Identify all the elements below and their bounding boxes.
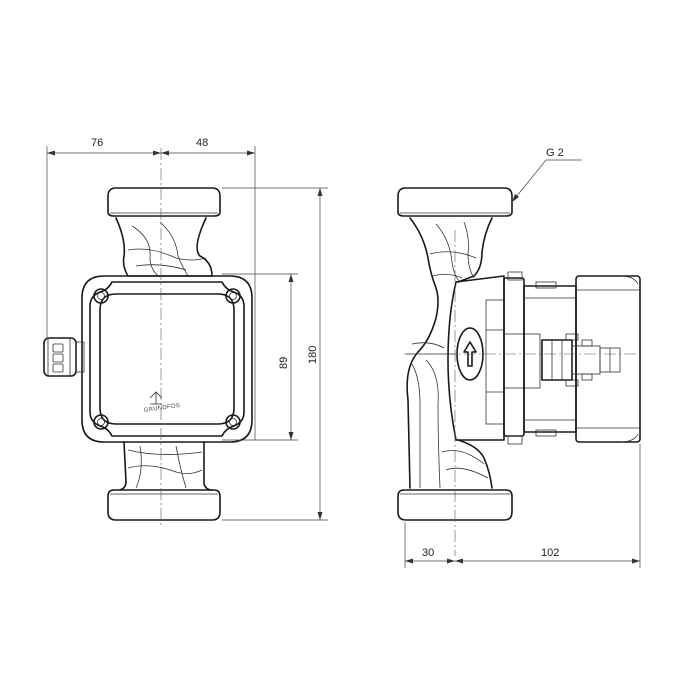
flow-arrow-icon bbox=[456, 327, 484, 381]
front-corner-bosses bbox=[93, 288, 241, 430]
grundfos-logo: GRUNDFOS bbox=[143, 391, 181, 414]
logo-text: GRUNDFOS bbox=[143, 403, 180, 414]
side-pump-body bbox=[406, 217, 439, 489]
side-view: G 2 30 102 bbox=[397, 147, 641, 568]
side-electrical-plug bbox=[541, 333, 621, 387]
side-control-box bbox=[503, 271, 641, 445]
side-stator-housing bbox=[447, 275, 505, 441]
side-bottom-flange bbox=[397, 489, 513, 521]
front-view: GRUNDFOS 76 48 89 180 bbox=[43, 137, 328, 528]
front-electrical-plug bbox=[43, 337, 85, 377]
dim-thread-g2: G 2 bbox=[546, 147, 564, 159]
dim-front-89: 89 bbox=[278, 357, 290, 369]
dim-front-180: 180 bbox=[307, 346, 319, 364]
dim-front-76: 76 bbox=[91, 137, 103, 149]
front-top-neck bbox=[115, 217, 213, 277]
front-bottom-neck bbox=[119, 441, 213, 491]
dim-side-30: 30 bbox=[422, 547, 434, 559]
dim-front-48: 48 bbox=[196, 137, 208, 149]
front-motor-housing bbox=[81, 275, 253, 443]
front-top-flange bbox=[107, 187, 221, 217]
dim-side-102: 102 bbox=[541, 547, 559, 559]
front-bottom-flange bbox=[107, 489, 221, 521]
side-top-flange bbox=[397, 187, 513, 217]
front-control-face bbox=[99, 293, 235, 425]
